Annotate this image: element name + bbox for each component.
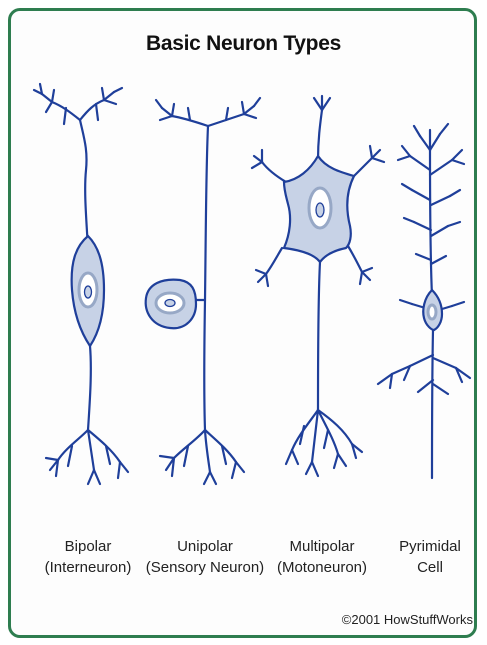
- multipolar-axon: [286, 262, 362, 476]
- pyrimidal-axon: [378, 330, 470, 478]
- unipolar-dendrites: [156, 98, 260, 430]
- bipolar-dendrites: [34, 84, 122, 248]
- label-pyrimidal-subtitle: Cell: [370, 557, 487, 578]
- label-multipolar: Multipolar (Motoneuron): [262, 536, 382, 578]
- multipolar-neuron: [252, 96, 384, 476]
- label-unipolar-name: Unipolar: [142, 536, 268, 557]
- pyrimidal-neuron: [378, 124, 470, 478]
- multipolar-nucleolus: [316, 203, 324, 217]
- bipolar-nucleolus: [85, 286, 92, 298]
- label-unipolar: Unipolar (Sensory Neuron): [142, 536, 268, 578]
- unipolar-neuron: [146, 98, 260, 484]
- label-bipolar: Bipolar (Interneuron): [28, 536, 148, 578]
- label-bipolar-subtitle: (Interneuron): [28, 557, 148, 578]
- label-multipolar-subtitle: (Motoneuron): [262, 557, 382, 578]
- unipolar-nucleolus: [165, 300, 175, 307]
- bipolar-axon: [46, 346, 128, 484]
- pyrimidal-nucleus: [428, 305, 436, 319]
- label-multipolar-name: Multipolar: [262, 536, 382, 557]
- bipolar-neuron: [34, 84, 128, 484]
- label-unipolar-subtitle: (Sensory Neuron): [142, 557, 268, 578]
- label-bipolar-name: Bipolar: [28, 536, 148, 557]
- label-pyrimidal: Pyrimidal Cell: [370, 536, 487, 578]
- label-pyrimidal-name: Pyrimidal: [370, 536, 487, 557]
- pyrimidal-dendrites: [398, 124, 464, 312]
- copyright-notice: ©2001 HowStuffWorks: [342, 612, 473, 627]
- unipolar-axon: [160, 430, 244, 484]
